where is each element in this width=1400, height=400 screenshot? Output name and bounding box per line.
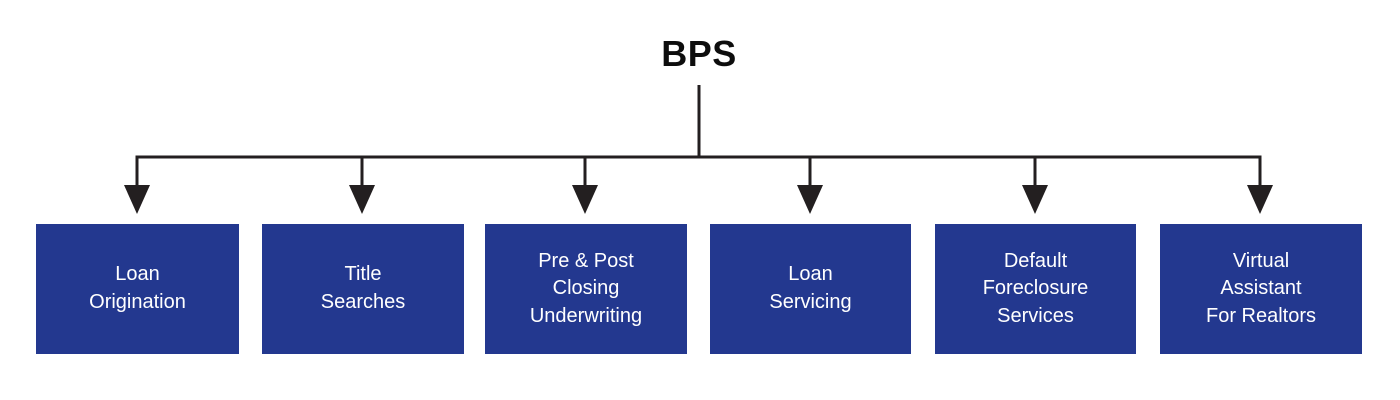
node-label-line: Loan (788, 263, 833, 286)
node-label-line: Underwriting (529, 304, 643, 327)
arrowhead-icon-1 (124, 185, 150, 214)
node-label-line: Servicing (769, 291, 852, 313)
node-label-line: Foreclosure (982, 277, 1089, 300)
node-label-line: Assistant (1220, 277, 1302, 300)
arrowhead-icon-2 (349, 185, 375, 214)
node-label-line: Origination (89, 291, 186, 313)
node-label-line: Pre & Post (538, 249, 634, 272)
node-label-line: Virtual (1232, 249, 1290, 272)
node-box-title-searches[interactable]: Title Searches (262, 224, 464, 354)
arrowhead-icon-6 (1247, 185, 1273, 214)
node-label-line: Services (997, 304, 1074, 327)
node-box-loan-servicing[interactable]: Loan Servicing (710, 224, 911, 354)
root-node-title: BPS (0, 36, 1400, 72)
arrowhead-icon-4 (797, 185, 823, 214)
node-label-line: Closing (552, 277, 620, 300)
node-box-pre-post-closing-underwriting[interactable]: Pre & Post Closing Underwriting (485, 224, 687, 354)
node-label-line: Default (1003, 249, 1068, 272)
arrowhead-icon-3 (572, 185, 598, 214)
node-box-virtual-assistant-for-realtors[interactable]: Virtual Assistant For Realtors (1160, 224, 1362, 354)
node-label-line: Title (344, 263, 382, 286)
node-box-loan-origination[interactable]: Loan Origination (36, 224, 239, 354)
root-node-label: BPS (661, 33, 737, 74)
node-box-default-foreclosure-services[interactable]: Default Foreclosure Services (935, 224, 1136, 354)
node-label-line: Loan (115, 263, 160, 286)
node-label-line: Searches (320, 291, 406, 313)
arrowhead-icon-5 (1022, 185, 1048, 214)
node-label-line: For Realtors (1205, 304, 1317, 327)
